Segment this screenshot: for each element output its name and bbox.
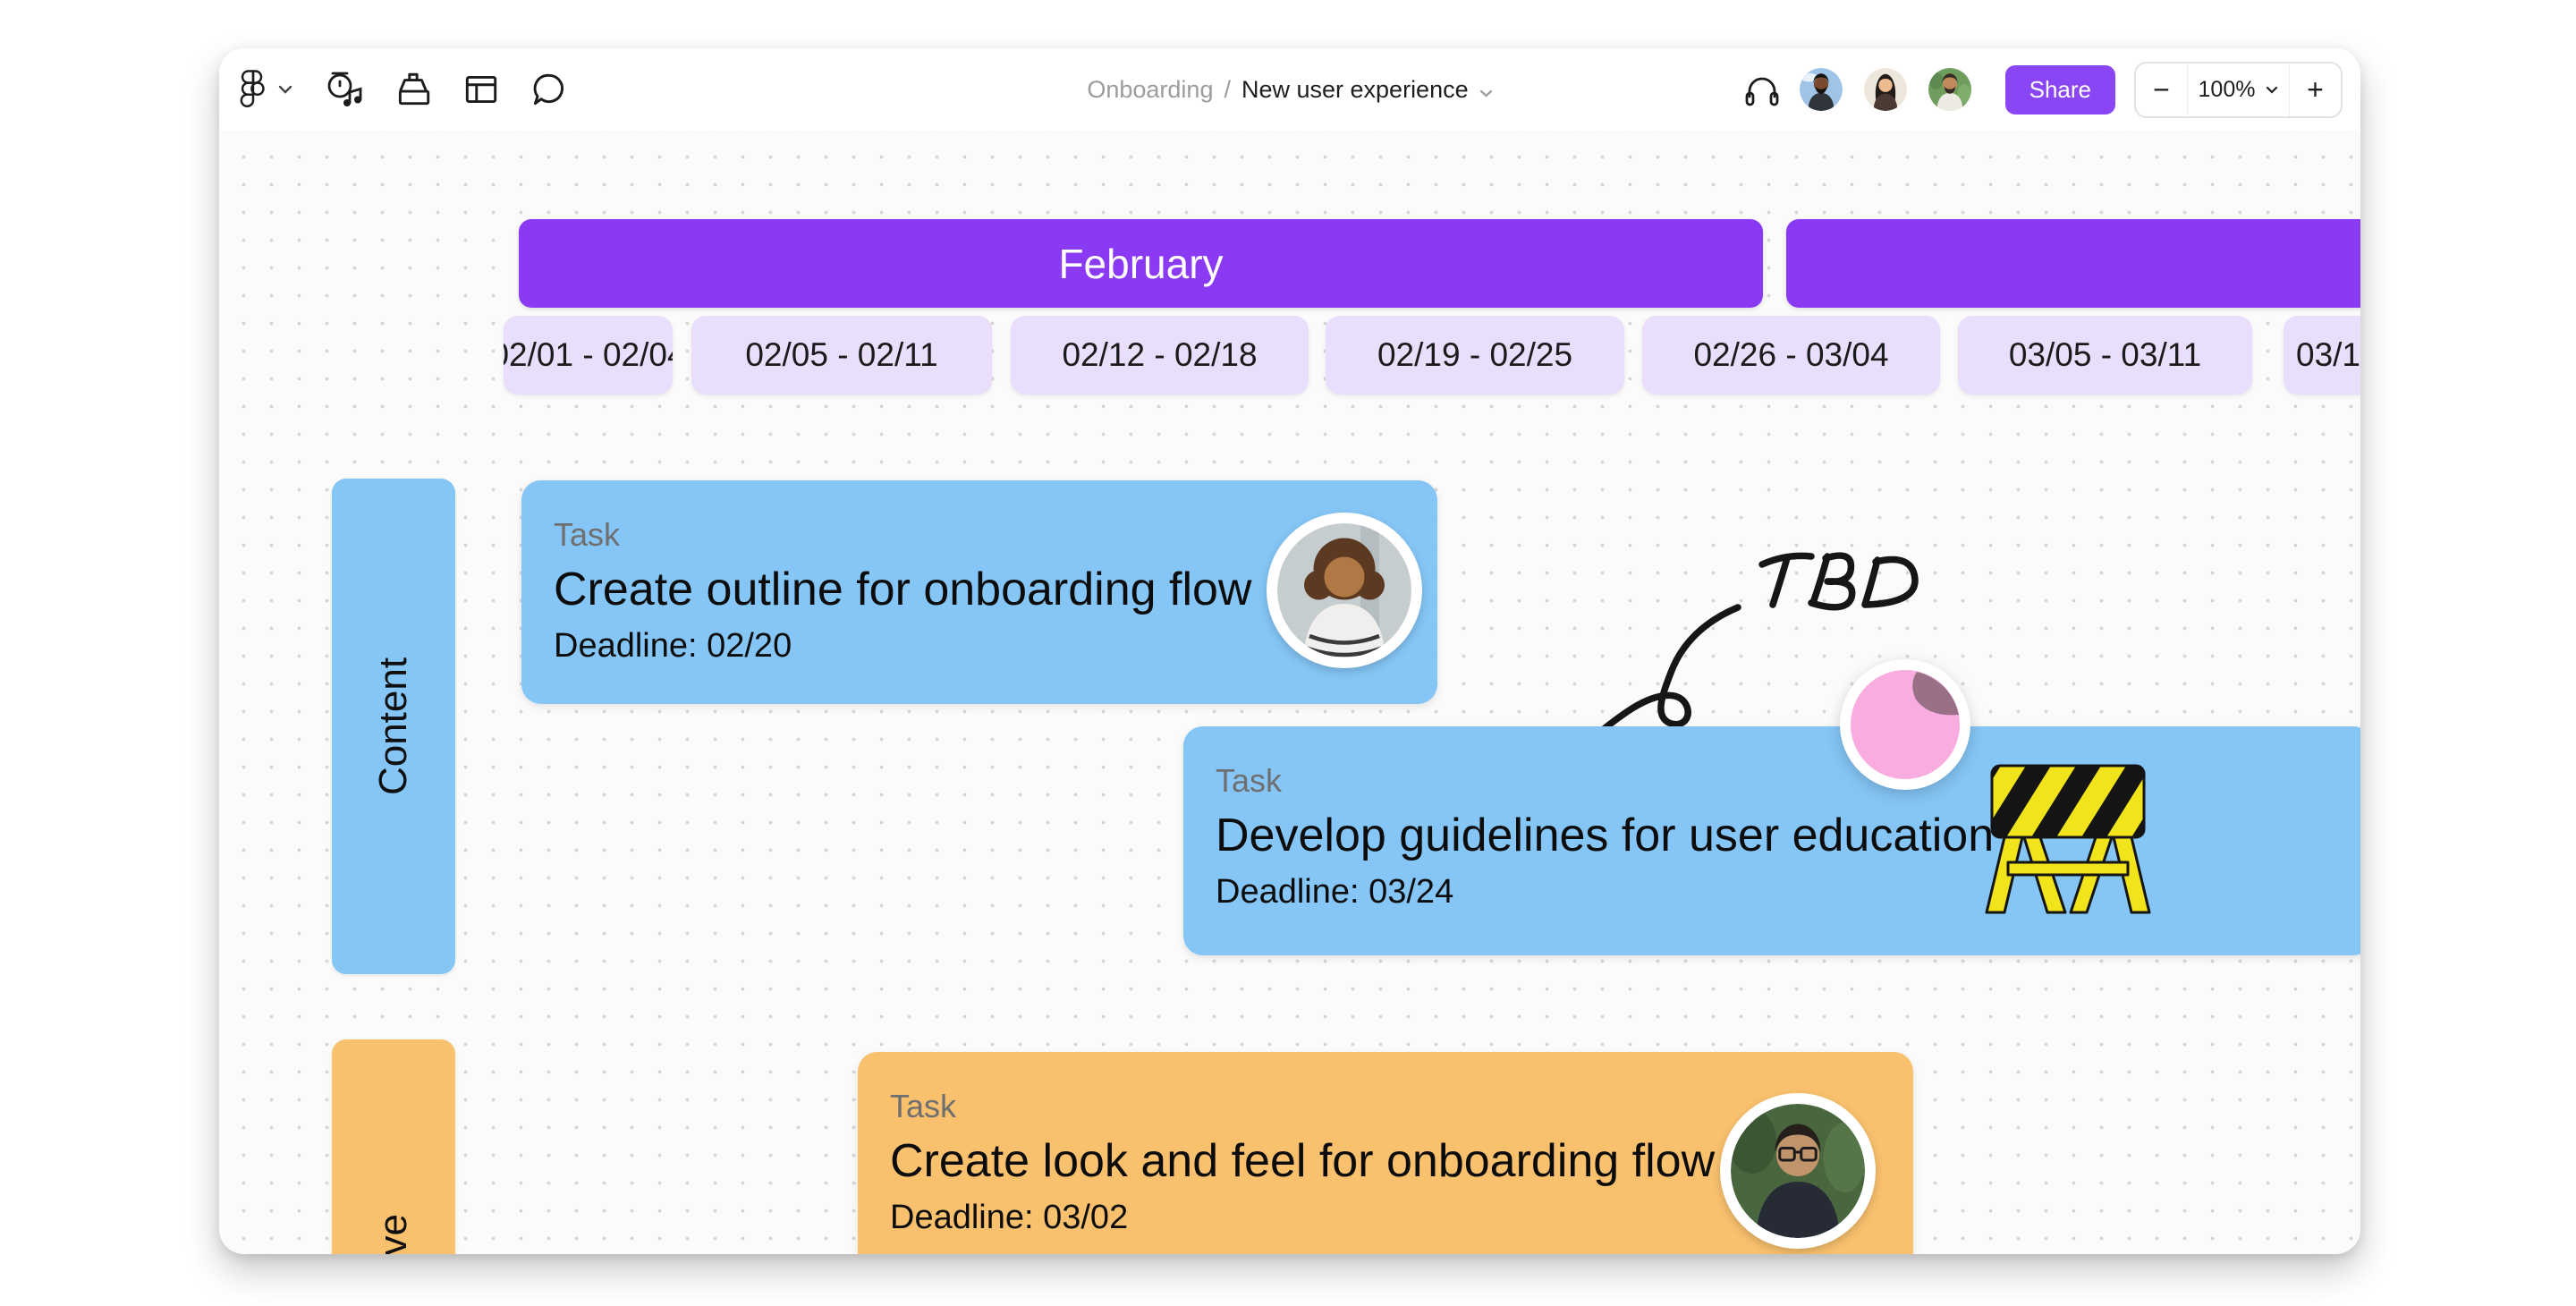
card-type-label: Task xyxy=(554,516,621,553)
breadcrumb-file-name[interactable]: New user experience xyxy=(1241,75,1469,103)
card-title: Create look and feel for onboarding flow xyxy=(890,1135,1716,1187)
zoom-out-button[interactable]: − xyxy=(2136,63,2188,116)
zoom-level-value: 100% xyxy=(2198,76,2256,102)
file-menu-chevron-icon[interactable] xyxy=(1479,76,1493,104)
zoom-level-dropdown[interactable]: 100% xyxy=(2188,63,2290,116)
week-range: 02/05 - 02/11 xyxy=(745,336,938,373)
card-type-label: Task xyxy=(1216,762,1283,799)
week-pill-1[interactable]: 02/01 - 02/04 xyxy=(504,316,673,394)
card-deadline: Deadline: 03/24 xyxy=(1216,873,1454,911)
card-title: Create outline for onboarding flow xyxy=(554,564,1252,615)
week-range: 03/05 - 03/11 xyxy=(2008,336,2202,373)
collaborator-avatar-3[interactable] xyxy=(1928,68,1971,111)
construction-barrier-icon[interactable] xyxy=(1983,762,2153,919)
row-label-text: Creative xyxy=(371,1214,416,1254)
board-canvas: February 02/01 - 02/04 02/05 - 02/11 02/… xyxy=(219,131,2360,1254)
month-bar-february[interactable]: February xyxy=(519,219,1763,308)
week-range: 02/19 - 02/25 xyxy=(1377,336,1573,373)
week-range: 02/12 - 02/18 xyxy=(1062,336,1258,373)
week-pill-4[interactable]: 02/19 - 02/25 xyxy=(1326,316,1624,394)
zoom-in-button[interactable]: + xyxy=(2307,72,2324,106)
pink-peeled-sticker[interactable] xyxy=(1838,657,1972,792)
month-label: February xyxy=(1058,240,1224,287)
week-range: 03/12 - 03/18 xyxy=(2296,336,2360,373)
main-menu-button[interactable] xyxy=(239,69,292,110)
breadcrumb-separator: / xyxy=(1224,75,1231,103)
toolbox-icon[interactable] xyxy=(393,69,434,110)
week-pill-7[interactable]: 03/12 - 03/18 xyxy=(2284,316,2360,394)
man-glasses-forest-avatar[interactable] xyxy=(1720,1093,1876,1249)
woman-curly-hair-avatar[interactable] xyxy=(1267,513,1422,668)
collaborator-avatars xyxy=(1799,68,1971,111)
breadcrumb-project[interactable]: Onboarding xyxy=(1087,75,1214,103)
zoom-controls: − 100% + xyxy=(2134,61,2343,118)
task-card-develop-guidelines[interactable]: Task Develop guidelines for user educati… xyxy=(1183,726,2360,955)
card-deadline: Deadline: 03/02 xyxy=(890,1199,1129,1236)
figma-logo-icon xyxy=(239,69,267,110)
breadcrumb: Onboarding / New user experience xyxy=(219,48,2360,131)
chevron-down-icon xyxy=(2267,86,2278,94)
toolbar-left-tools xyxy=(239,48,570,131)
toolbar-right-controls: Share − 100% + xyxy=(1742,48,2343,131)
collaborator-avatar-2[interactable] xyxy=(1863,68,1907,111)
week-pill-6[interactable]: 03/05 - 03/11 xyxy=(1958,316,2252,394)
chevron-down-icon xyxy=(278,85,292,94)
row-label-content[interactable]: Content xyxy=(332,479,455,974)
card-type-label: Task xyxy=(890,1088,957,1124)
card-title: Develop guidelines for user education xyxy=(1216,810,1995,861)
week-pill-3[interactable]: 02/12 - 02/18 xyxy=(1011,316,1309,394)
row-label-text: Content xyxy=(371,657,416,796)
headphones-icon[interactable] xyxy=(1742,70,1782,109)
share-button[interactable]: Share xyxy=(2004,64,2115,114)
card-deadline: Deadline: 02/20 xyxy=(554,627,792,665)
week-range: 02/01 - 02/04 xyxy=(504,336,673,373)
templates-icon[interactable] xyxy=(461,69,502,110)
week-pill-5[interactable]: 02/26 - 03/04 xyxy=(1642,316,1940,394)
collaborator-avatar-1[interactable] xyxy=(1799,68,1843,111)
week-pill-2[interactable]: 02/05 - 02/11 xyxy=(691,316,992,394)
chat-bubble-icon[interactable] xyxy=(529,69,570,110)
month-bar-march[interactable] xyxy=(1786,219,2360,308)
figjam-window: Onboarding / New user experience xyxy=(219,48,2360,1254)
timer-music-icon[interactable] xyxy=(325,69,366,110)
row-label-creative[interactable]: Creative xyxy=(332,1039,455,1254)
week-range: 02/26 - 03/04 xyxy=(1693,336,1889,373)
top-toolbar: Onboarding / New user experience xyxy=(219,48,2360,131)
